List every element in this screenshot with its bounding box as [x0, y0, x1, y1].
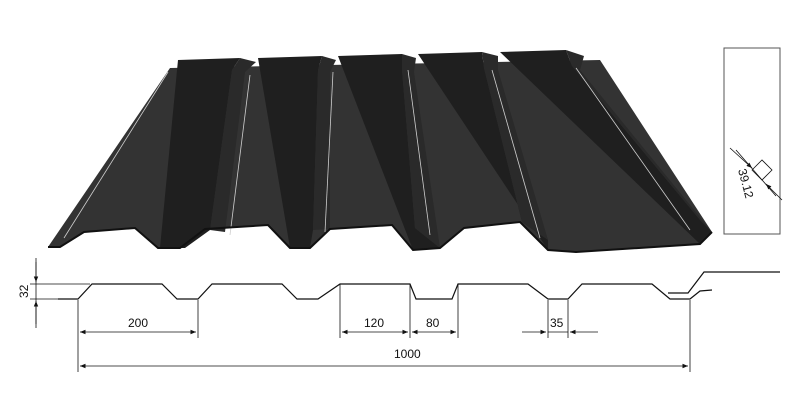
inset-arrow-b [765, 183, 783, 201]
extension-lines [77, 284, 691, 372]
sheet-rib-sides [210, 50, 712, 248]
inset-frame [723, 47, 781, 235]
inset-arrow-a [729, 147, 753, 169]
cover-width-label: 1000 [394, 347, 421, 361]
pitch-label: 200 [128, 316, 148, 330]
sheet-ribs [160, 50, 712, 250]
top-flat-label: 120 [364, 316, 384, 330]
valley-bottom-label: 35 [550, 316, 564, 330]
sheet-3d-illustration [48, 50, 713, 254]
height-label: 32 [17, 284, 31, 298]
profile-end-hook [668, 271, 780, 294]
sheet-edge-highlights [63, 67, 691, 239]
inset-detail: 39.12 [723, 47, 783, 235]
profile-line [58, 283, 713, 300]
sheet-front-edge [48, 220, 713, 254]
valley-label: 80 [426, 316, 440, 330]
height-dimension [30, 258, 90, 328]
profile-section [58, 271, 780, 300]
